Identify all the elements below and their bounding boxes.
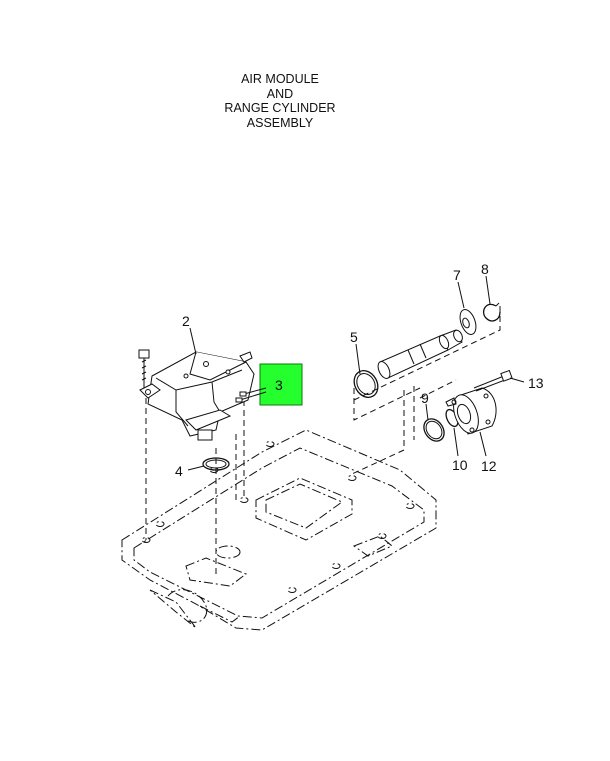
callout-3[interactable]: 3 <box>275 377 283 393</box>
o-ring-part-4[interactable] <box>202 457 230 471</box>
callout-2[interactable]: 2 <box>182 313 190 329</box>
callout-8[interactable]: 8 <box>481 261 489 277</box>
callout-10[interactable]: 10 <box>452 457 468 473</box>
leader-lines <box>187 275 525 471</box>
callout-13[interactable]: 13 <box>528 375 544 391</box>
piston-disc-part-7[interactable] <box>457 307 479 336</box>
title-line-3: RANGE CYLINDER <box>224 101 336 115</box>
range-cylinder-piston <box>377 329 463 379</box>
bolt-part-13[interactable] <box>445 369 513 407</box>
title-line-1: AIR MODULE <box>241 72 319 86</box>
callout-labels: 2 3 4 5 7 8 9 10 12 13 <box>175 261 544 479</box>
o-ring-part-5[interactable] <box>349 366 382 401</box>
assembly-guide-lines <box>145 306 501 576</box>
callout-12[interactable]: 12 <box>481 458 497 474</box>
callout-7[interactable]: 7 <box>453 267 461 283</box>
cylinder-cover-part-12[interactable] <box>449 387 497 437</box>
title-line-4: ASSEMBLY <box>246 115 314 130</box>
snap-ring-part-8[interactable] <box>482 302 501 322</box>
part-3-highlight-box[interactable] <box>259 363 303 406</box>
callout-5[interactable]: 5 <box>350 329 358 345</box>
air-module-part-2[interactable] <box>138 349 255 441</box>
pin-part-3[interactable] <box>235 363 303 406</box>
o-ring-part-9[interactable] <box>420 415 449 445</box>
diagram-title: AIR MODULE AND RANGE CYLINDER ASSEMBLY <box>180 72 380 130</box>
callout-4[interactable]: 4 <box>175 463 183 479</box>
callout-9[interactable]: 9 <box>421 390 429 406</box>
title-line-2: AND <box>266 86 294 101</box>
transmission-housing <box>121 429 437 631</box>
